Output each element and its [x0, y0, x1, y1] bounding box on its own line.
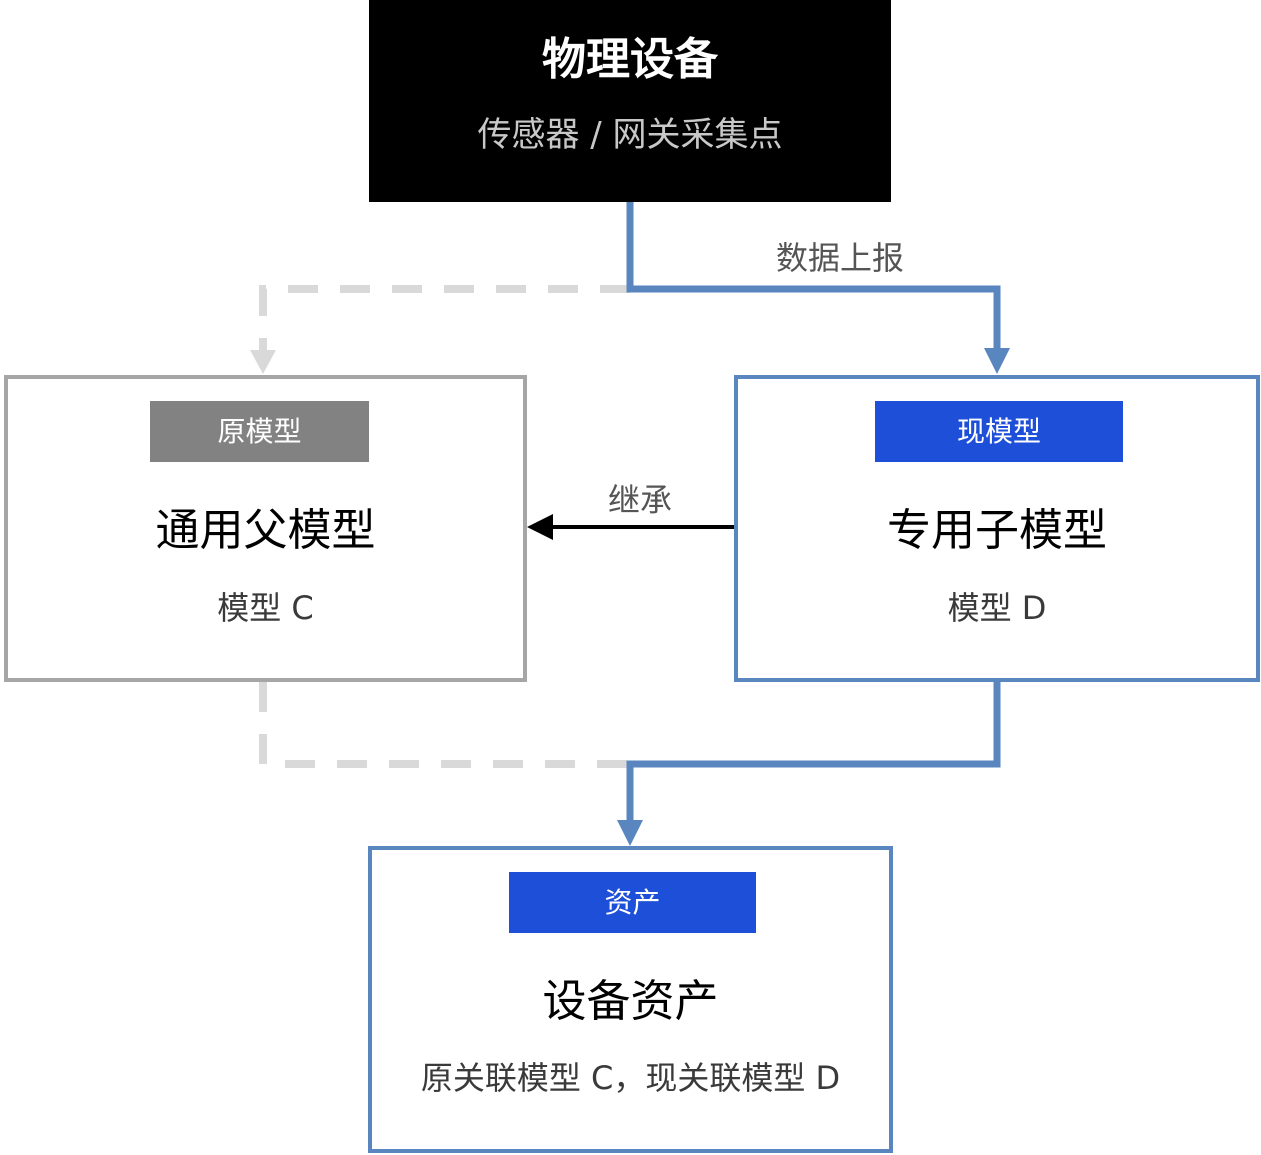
child-model-tag: 现模型 [875, 401, 1123, 462]
asset-subtitle: 原关联模型 C，现关联模型 D [420, 1059, 841, 1097]
parent-model-node: 原模型 通用父模型 模型 C [4, 375, 527, 682]
asset-title: 设备资产 [542, 976, 719, 1027]
report-line [626, 202, 1001, 350]
old-report-arrowhead [250, 350, 276, 374]
parent-model-title: 通用父模型 [155, 505, 376, 556]
asset-tag: 资产 [509, 872, 756, 933]
association-arrowhead [617, 820, 643, 846]
child-model-title: 专用子模型 [887, 505, 1107, 556]
device-subtitle: 传感器 / 网关采集点 [477, 115, 783, 155]
report-edge-label: 数据上报 [776, 239, 905, 277]
physical-device-node: 物理设备 传感器 / 网关采集点 [369, 0, 891, 202]
parent-model-tag: 原模型 [150, 401, 369, 462]
old-association-dashed-line [259, 682, 630, 768]
device-title: 物理设备 [542, 34, 718, 85]
child-model-node: 现模型 专用子模型 模型 D [734, 375, 1260, 682]
report-arrowhead [984, 348, 1010, 374]
child-model-subtitle: 模型 D [947, 589, 1047, 627]
association-line [626, 682, 1001, 822]
asset-node: 资产 设备资产 原关联模型 C，现关联模型 D [368, 846, 893, 1153]
old-report-dashed-line [259, 285, 630, 352]
inherit-arrowhead [527, 514, 553, 540]
inherit-edge-label: 继承 [608, 481, 673, 519]
parent-model-subtitle: 模型 C [217, 589, 314, 627]
